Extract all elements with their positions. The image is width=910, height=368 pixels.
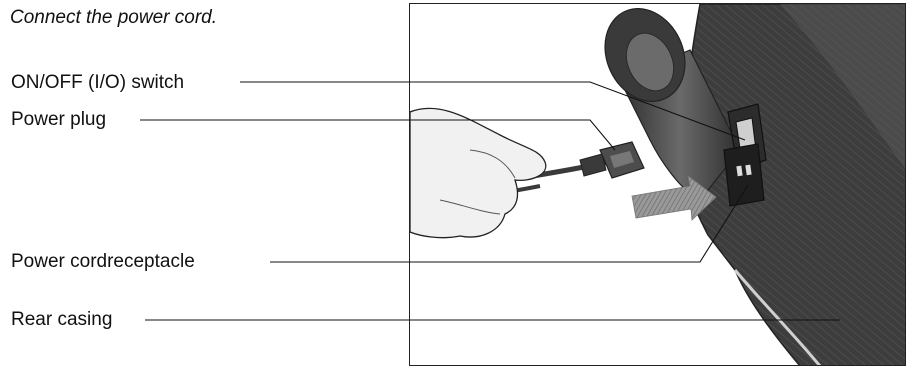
power-cord-receptacle — [724, 144, 764, 206]
